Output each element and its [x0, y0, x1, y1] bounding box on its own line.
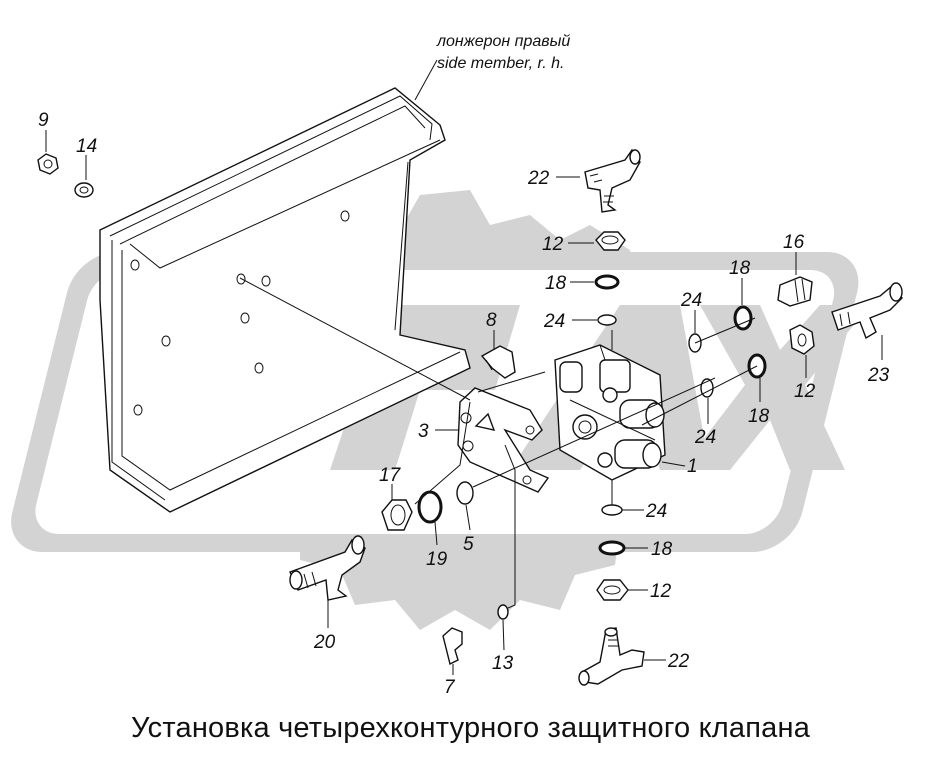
callout-18-right-bottom: 18: [748, 406, 770, 427]
callout-12-right: 12: [794, 381, 816, 402]
callout-12-top: 12: [542, 234, 564, 255]
callout-18-top: 18: [545, 273, 567, 294]
assembly-axes: [239, 277, 758, 609]
tee-fitting-22-top: [584, 148, 641, 213]
callout-8: 8: [486, 310, 497, 331]
callout-16: 16: [783, 232, 805, 253]
callout-18-right-top: 18: [729, 258, 751, 279]
nut-9: [37, 153, 59, 175]
side-member-label-en: side member, r. h.: [437, 55, 564, 72]
adapter-16: [777, 276, 813, 307]
callout-13: 13: [492, 653, 514, 674]
callout-24-right-top: 24: [680, 290, 702, 311]
callout-22-bottom: 22: [667, 651, 690, 672]
sealing-ring-19: [417, 490, 443, 524]
washer-13: [497, 604, 509, 620]
callout-20: 20: [313, 632, 336, 653]
callout-leaders: [45, 130, 883, 675]
nut-12-bottom: [596, 579, 629, 601]
callout-24-top: 24: [543, 311, 565, 332]
callout-3: 3: [418, 421, 429, 442]
side-member-label-ru: лонжерон правый: [436, 33, 570, 50]
tee-fitting-23: [831, 282, 903, 340]
callout-19: 19: [426, 549, 448, 570]
sealing-ring-18-bottom: [598, 540, 626, 556]
mounting-holes: [130, 210, 350, 416]
tee-fitting-20: [289, 535, 366, 601]
callout-24-right-bottom: 24: [694, 427, 716, 448]
sealing-ring-18-right-top: [733, 305, 753, 331]
bracket-3: [457, 387, 550, 493]
callout-9: 9: [38, 110, 49, 131]
o-ring-24-bottom: [601, 504, 623, 516]
callout-24-bottom: 24: [645, 501, 667, 522]
callout-14: 14: [76, 136, 97, 157]
o-ring-5: [456, 481, 474, 505]
side-member: [99, 87, 471, 513]
callout-5: 5: [463, 534, 474, 555]
bolt-7: [442, 627, 463, 666]
tee-fitting-22-bottom: [578, 627, 645, 686]
callout-23: 23: [867, 365, 890, 386]
callout-1: 1: [687, 456, 698, 477]
sealing-ring-18-top: [594, 274, 620, 290]
callout-7: 7: [444, 677, 456, 698]
o-ring-24-top: [597, 314, 617, 326]
callout-17: 17: [379, 465, 402, 486]
nut-12-top: [595, 231, 626, 251]
nut-12-right: [789, 324, 815, 355]
washer-14: [74, 182, 94, 198]
callout-12-bottom: 12: [650, 581, 672, 602]
figure-title: Установка четырехконтурного защитного кл…: [130, 712, 811, 744]
bolt-8: [480, 345, 516, 379]
callout-18-bottom: 18: [651, 539, 673, 560]
callout-22-top: 22: [527, 168, 550, 189]
